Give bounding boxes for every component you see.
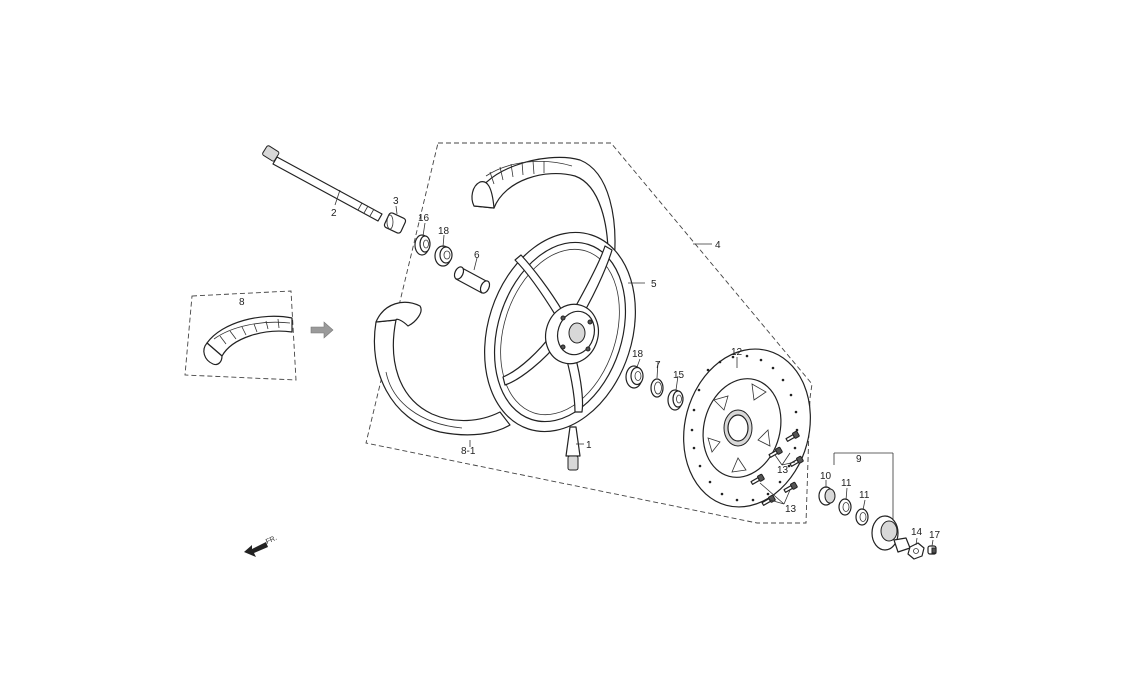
label-18-b: 18 <box>632 349 644 360</box>
brake-disc <box>683 348 811 508</box>
tire-lower-half <box>373 301 511 436</box>
tire-valve <box>565 426 581 471</box>
label-13-b: 13 <box>785 504 797 515</box>
gearbox-screw <box>927 545 937 555</box>
distance-collar <box>453 266 491 294</box>
speedo-seal-2 <box>855 508 869 526</box>
label-13-a: 13 <box>777 465 789 476</box>
retaining-ring <box>650 378 664 398</box>
tire-section-inset <box>203 315 293 366</box>
bearing-right <box>625 365 644 389</box>
inset-arrow <box>310 321 334 339</box>
label-9: 9 <box>856 454 862 465</box>
label-15: 15 <box>673 370 685 381</box>
gearbox-nut <box>907 542 925 560</box>
oil-seal-right <box>667 389 684 411</box>
front-marker-label: FR. <box>265 535 278 546</box>
wheel-assembly-outline <box>365 142 813 524</box>
tire-inset-outline <box>184 290 297 381</box>
disc-bolts-upper <box>768 430 804 467</box>
label-10: 10 <box>820 471 832 482</box>
speedometer-gearbox <box>871 515 911 553</box>
bearing-left <box>434 245 453 267</box>
label-6: 6 <box>474 250 480 261</box>
label-17: 17 <box>929 530 941 541</box>
label-5: 5 <box>651 279 657 290</box>
label-3: 3 <box>393 196 399 207</box>
label-8-1: 8-1 <box>461 446 476 457</box>
collar <box>383 212 407 234</box>
label-12: 12 <box>731 347 743 358</box>
label-8: 8 <box>239 297 245 308</box>
label-16: 16 <box>418 213 430 224</box>
oil-seal-left <box>414 234 431 256</box>
label-11-a: 11 <box>841 478 852 489</box>
label-14: 14 <box>911 527 923 538</box>
speedo-seal-1 <box>838 498 852 516</box>
leader-lines <box>334 189 934 547</box>
label-11-b: 11 <box>859 490 870 501</box>
label-18-a: 18 <box>438 226 450 237</box>
wheel-rim <box>484 231 636 433</box>
label-2: 2 <box>331 208 337 219</box>
front-direction-arrow-icon <box>244 542 268 557</box>
label-7: 7 <box>655 360 661 371</box>
axle-bolt <box>262 145 383 222</box>
label-4: 4 <box>715 240 721 251</box>
side-collar <box>818 486 836 506</box>
label-1: 1 <box>586 440 592 451</box>
